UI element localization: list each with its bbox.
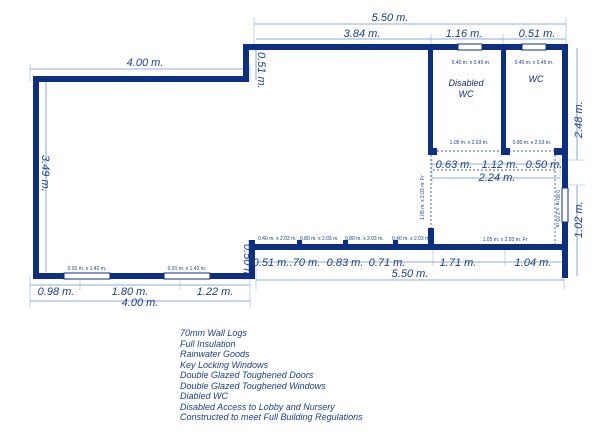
window-wc: [521, 43, 547, 51]
dim-front-overall: 5.50 m.: [392, 268, 429, 280]
dim-front-c: 0.83 m.: [327, 257, 364, 269]
walls: [33, 44, 568, 279]
note: Double Glazed Toughened Windows: [180, 380, 326, 391]
dim-left-top: 4.00 m.: [127, 57, 164, 69]
dim-front-f: 1.04 m.: [515, 257, 552, 269]
window-disabled: [457, 43, 483, 51]
dim-right-lower: 1.02 m.: [573, 201, 585, 238]
note: Rainwater Goods: [180, 349, 250, 359]
dim-internal-width: 2.24 m.: [478, 172, 516, 184]
dim-bottom-total: 4.00 m.: [122, 297, 159, 309]
note: Double Glazed Toughened Doors: [180, 370, 314, 380]
dim-internal-a: 0.63 m.: [436, 159, 473, 171]
label-front-w3: 0.80 m. x 2.03 m.: [345, 236, 384, 242]
dim-bottom-b: 1.80 m.: [112, 286, 149, 298]
room-label-wc: WC: [529, 74, 544, 84]
spec-notes: 70mm Wall Logs Full Insulation Rainwater…: [180, 328, 363, 423]
dim-bottom-a: 0.98 m.: [38, 286, 75, 298]
dim-front-step: 0.50 m.: [241, 244, 253, 281]
door-openings: [255, 150, 556, 247]
note: Diabled WC: [180, 391, 229, 401]
dim-left-height: 3.49 m.: [39, 155, 51, 192]
label-door-lobby: 1.05 m. x 2.03 m. Fr: [420, 175, 426, 220]
dim-internal-b: 1.12 m.: [482, 159, 519, 171]
room-label-disabled: Disabled: [448, 78, 484, 88]
note: Constructed to meet Full Building Regula…: [180, 412, 363, 422]
dim-internal-c: 0.50 m.: [526, 159, 563, 171]
label-front-w1: 0.40 m. x 2.03 m.: [258, 236, 297, 242]
dim-front-a: 0.51 m.: [253, 257, 290, 269]
label-front-w4: 0.40 m. x 2.03 m.: [392, 236, 431, 242]
note: Full Insulation: [180, 338, 236, 349]
dim-front-d: 0.71 m.: [369, 257, 406, 269]
label-door-wc: 0.80 m. x 2.03 m.: [513, 140, 552, 146]
window-right: [561, 187, 569, 223]
dim-step: 0.51 m.: [255, 52, 267, 89]
dim-bottom-c: 1.22 m.: [197, 286, 234, 298]
label-front-w2: 0.80 m. x 2.03 m.: [300, 236, 339, 242]
note: Disabled Access to Lobby and Nursery: [180, 401, 335, 412]
label-door-front: 1.05 m. x 2.03 m. Fr: [483, 237, 528, 243]
dim-top-wc: 0.51 m.: [519, 28, 556, 40]
label-window-disabled: 0.40 m. x 0.45 m.: [452, 60, 491, 66]
dim-front-b: .70 m.: [290, 257, 321, 269]
label-bottom-w2: 0.91 m. x 1.42 m.: [168, 266, 207, 272]
label-window-wc: 0.40 m. x 0.45 m.: [515, 60, 554, 66]
dim-front-e: 1.71 m.: [440, 257, 477, 269]
dim-top-disabled: 1.16 m.: [446, 28, 483, 40]
window-bottom-2: [163, 272, 211, 280]
dim-top-mid: 3.84 m.: [344, 28, 381, 40]
room-label-disabled-wc: WC: [459, 89, 474, 99]
label-bottom-w1: 0.91 m. x 1.42 m.: [68, 266, 107, 272]
dim-right-upper: 2.48 m.: [573, 101, 585, 139]
note: 70mm Wall Logs: [180, 328, 247, 338]
label-door-right: 0.80 m. x 2.03 m.: [554, 190, 560, 229]
note: Key Locking Windows: [180, 359, 268, 370]
windows: [63, 43, 569, 280]
dim-top-overall: 5.50 m.: [372, 12, 409, 24]
label-door-disabled: 1.05 m. x 2.03 m.: [450, 140, 489, 146]
window-bottom-1: [63, 272, 111, 280]
dimension-lines: [29, 18, 585, 308]
